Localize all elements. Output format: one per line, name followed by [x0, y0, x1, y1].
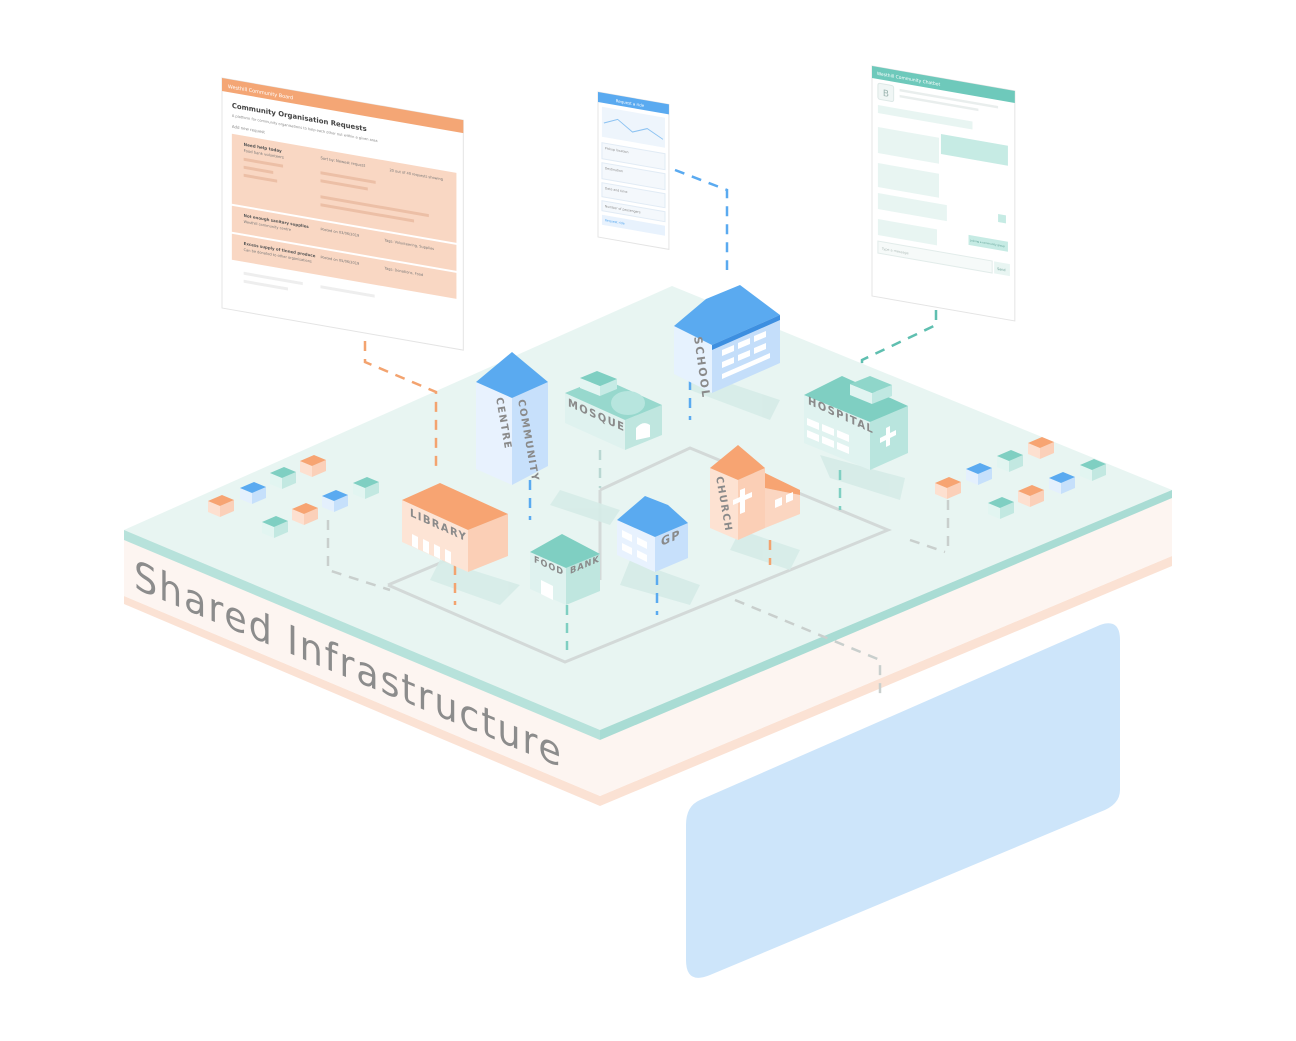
connectors [326, 168, 950, 700]
ride-field-destination[interactable]: Destination [605, 166, 623, 173]
gp-building: GP [617, 496, 688, 572]
school-building: SCHOOL [674, 285, 780, 400]
community-board-panel: Westhill Community Board Community Organ… [221, 77, 464, 351]
ride-field-passengers[interactable]: Number of passengers [605, 204, 641, 214]
library-building: LIBRARY [402, 483, 508, 572]
row-3-meta: Posted on 05/06/2019 [321, 255, 360, 266]
ride-submit-button[interactable] [601, 214, 665, 236]
ride-map [601, 106, 665, 148]
chatbot-panel: Westhill Community Chatbot B Joining a c… [871, 65, 1016, 322]
houses-left [208, 455, 379, 538]
base-layer [124, 490, 1172, 806]
ride-submit-label[interactable]: Request ride [605, 218, 625, 225]
chatbot-quick-reply-label[interactable]: Joining a community group [970, 238, 1006, 248]
row-1-name[interactable]: Need help today [244, 142, 282, 154]
community-centre-building: COMMUNITY CENTRE [476, 352, 548, 485]
shadows [430, 370, 905, 605]
church-building: CHURCH [710, 445, 800, 540]
row-2-meta: Posted on 03/06/2019 [321, 227, 360, 238]
chatbot-quick-reply[interactable] [968, 234, 1008, 252]
add-request-link[interactable]: Add new request [232, 124, 266, 135]
ride-request-panel: Request a ride Pickup location Destinati… [597, 91, 670, 250]
chatbot-input[interactable] [877, 240, 993, 274]
ride-panel-header: Request a ride [616, 98, 645, 108]
backing-card [686, 623, 1120, 978]
chatbot-input-placeholder: Type a message [881, 247, 909, 256]
chatbot-send-label[interactable]: Send [997, 267, 1005, 272]
houses-right [935, 437, 1106, 519]
chatbot-send-button[interactable] [994, 261, 1010, 277]
mosque-building: MOSQUE [565, 371, 662, 450]
food-bank-building: FOOD BANK [530, 534, 600, 605]
ride-field-pickup[interactable]: Pickup location [605, 146, 629, 154]
row-3-tags: Tags: Donations, Food [384, 266, 424, 277]
panel-header [222, 78, 464, 134]
hospital-building: HOSPITAL [804, 376, 908, 470]
chatbot-avatar: B [883, 89, 889, 100]
ride-field-date[interactable]: Date and time [605, 186, 628, 194]
